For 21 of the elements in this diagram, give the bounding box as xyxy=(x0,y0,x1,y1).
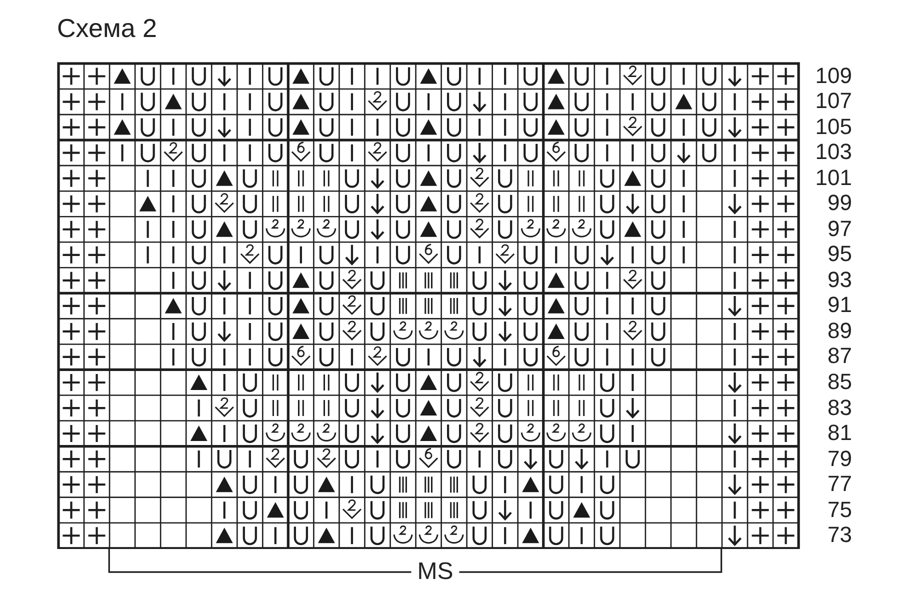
row-number: 99 xyxy=(828,192,852,214)
row-number: 83 xyxy=(828,396,852,419)
row-number: 97 xyxy=(828,218,852,240)
row-number: 91 xyxy=(828,294,852,316)
row-number: 77 xyxy=(828,473,852,496)
chart-title: Схема 2 xyxy=(57,15,157,41)
row-number: 103 xyxy=(815,141,852,164)
row-number: 81 xyxy=(828,422,852,444)
row-number: 101 xyxy=(815,166,852,189)
row-number: 85 xyxy=(828,371,852,393)
row-number: 107 xyxy=(815,90,852,112)
row-number: 89 xyxy=(828,320,852,342)
row-number: 93 xyxy=(828,268,852,291)
row-number: 105 xyxy=(815,116,852,138)
row-number: 87 xyxy=(828,345,852,368)
repeat-label: MS xyxy=(417,560,454,584)
row-number: 95 xyxy=(828,243,852,266)
row-number: 79 xyxy=(828,448,852,470)
row-number: 75 xyxy=(828,498,852,521)
row-number: 73 xyxy=(828,524,852,546)
row-number: 109 xyxy=(815,64,852,87)
